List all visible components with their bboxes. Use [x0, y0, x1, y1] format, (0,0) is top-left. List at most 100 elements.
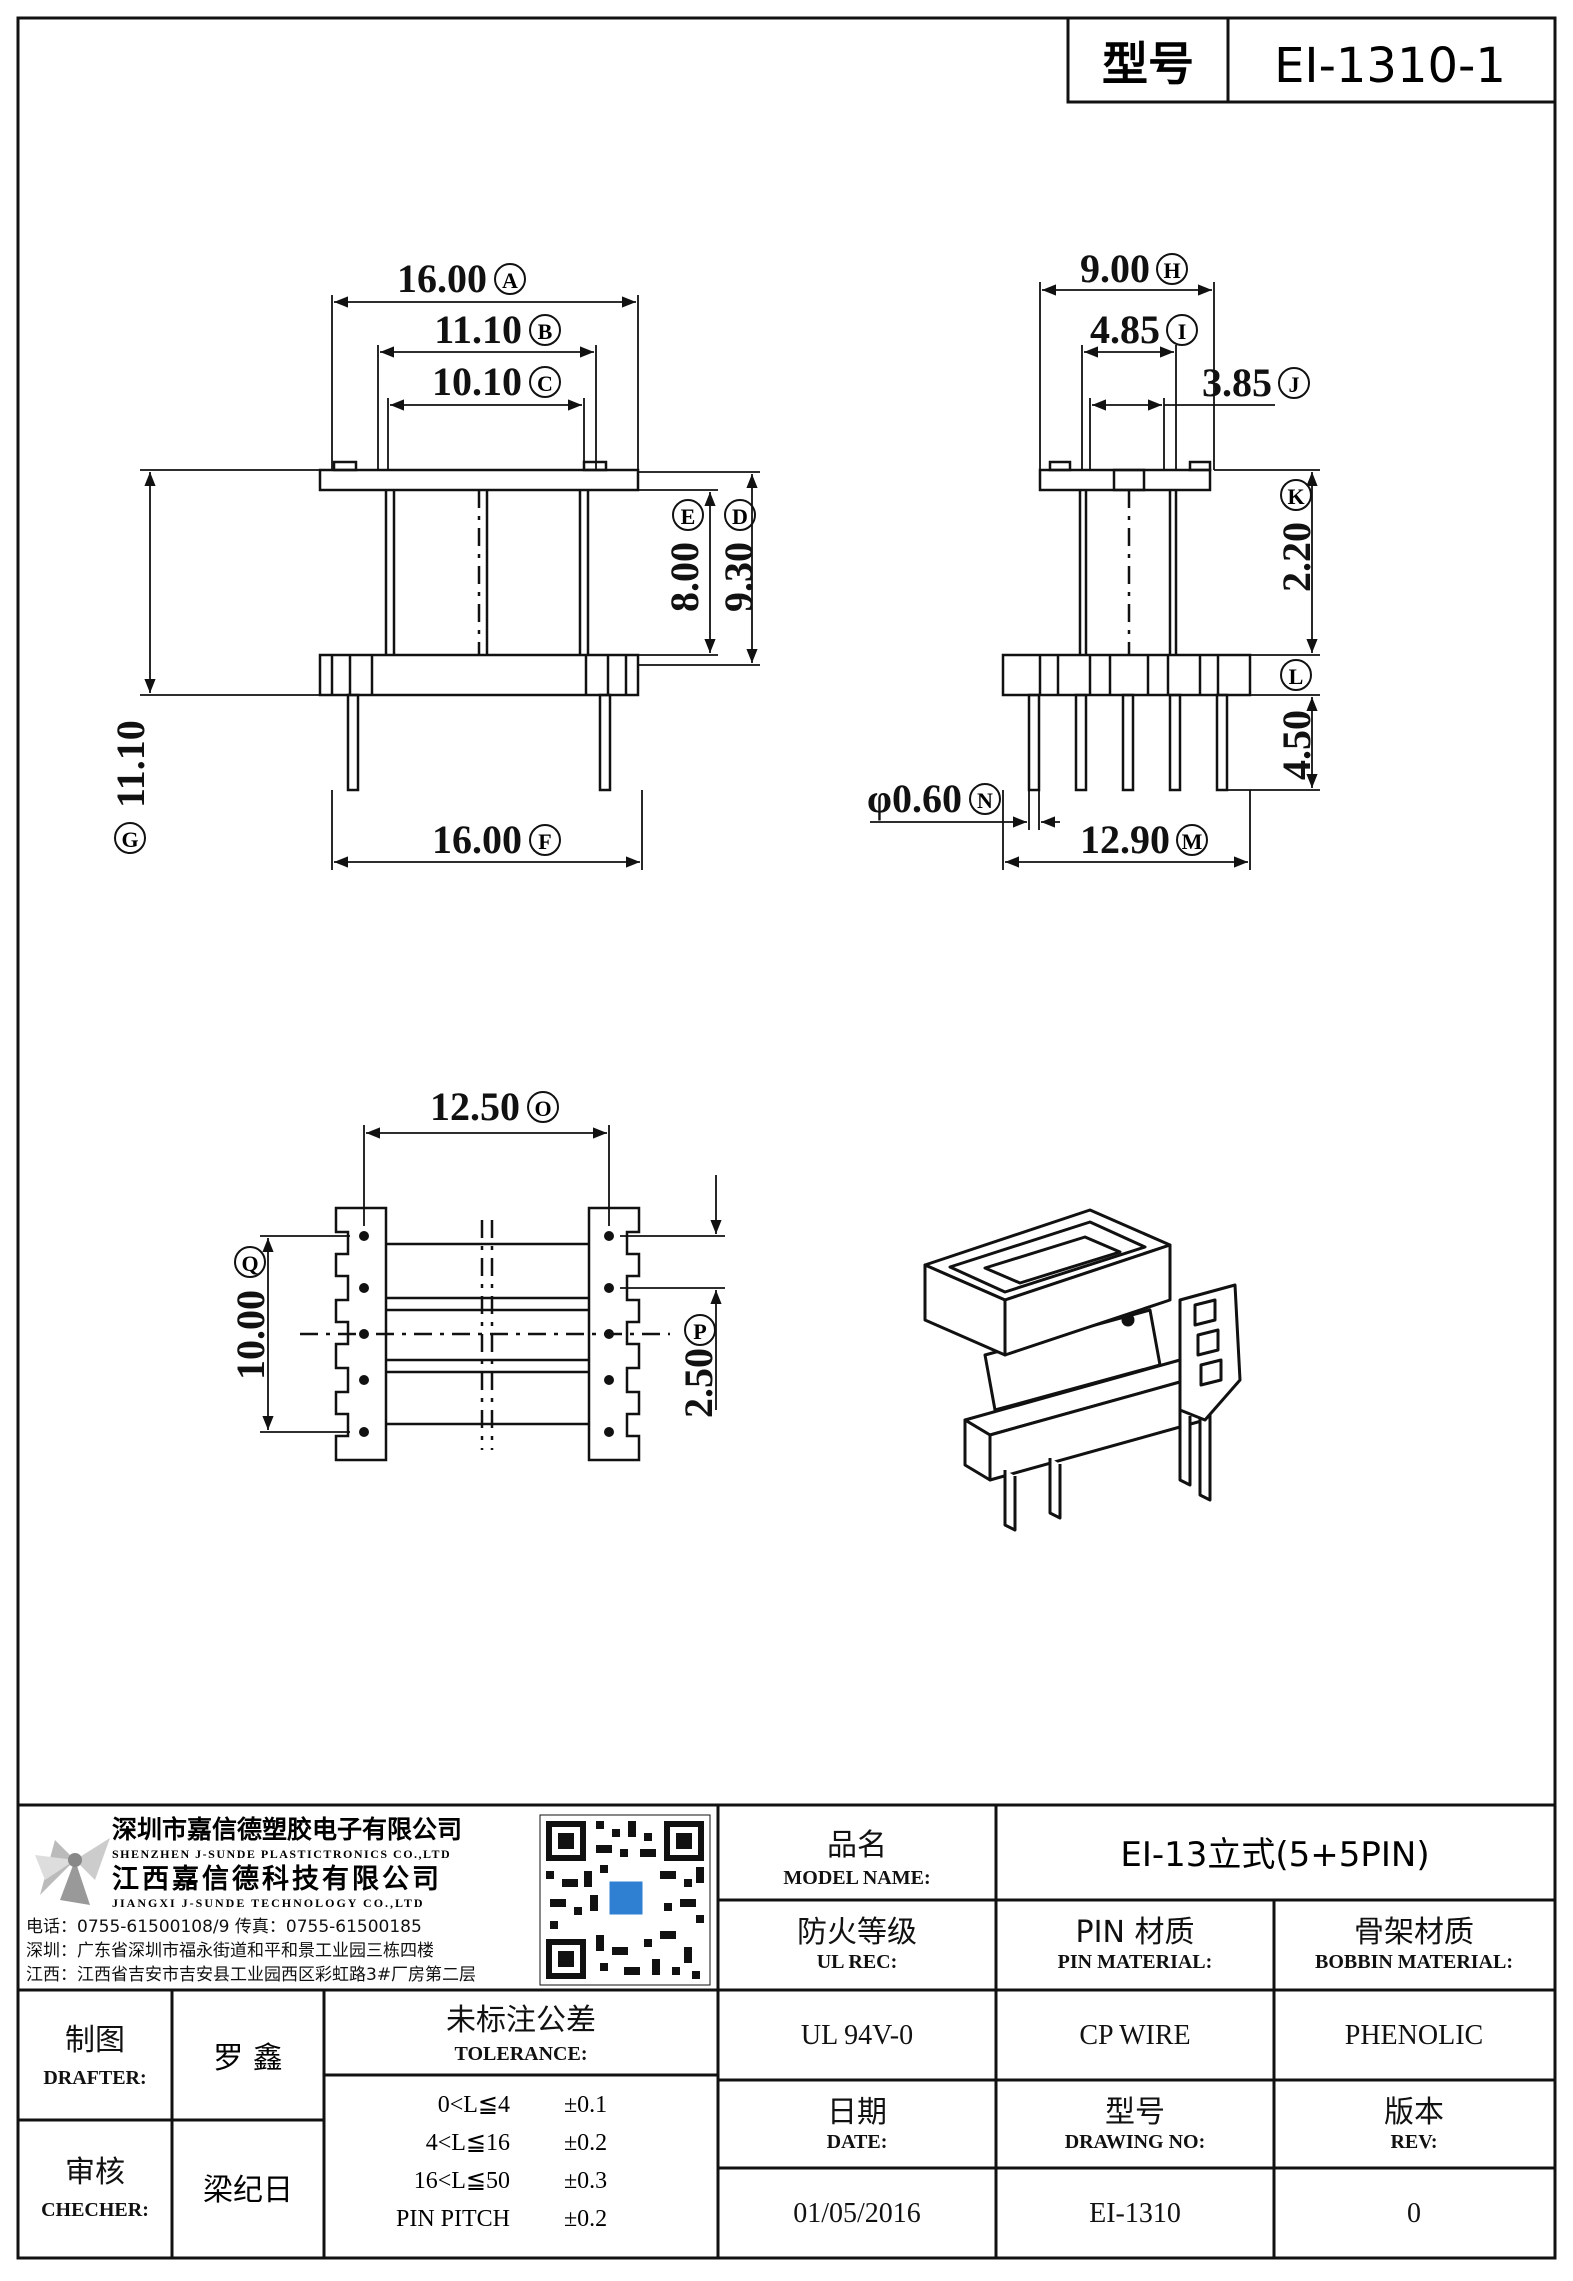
- dim-front-d: 9.30: [716, 542, 761, 612]
- marker-k: K: [1280, 479, 1312, 511]
- bobbin-en: BOBBIN MATERIAL:: [1315, 1951, 1513, 1973]
- company-name-sz-en: SHENZHEN J-SUNDE PLASTICTRONICS CO.,LTD: [112, 1847, 451, 1861]
- marker-l: L: [1280, 659, 1312, 691]
- company-logo-icon: [35, 1838, 110, 1905]
- pin-cn: PIN 材质: [1076, 1915, 1195, 1950]
- checker-en: CHECHER:: [41, 2199, 149, 2221]
- company-name-jx: 江西嘉信德科技有限公司: [112, 1864, 442, 1895]
- svg-text:E: E: [681, 504, 696, 529]
- dim-side-n: φ0.60: [867, 776, 962, 821]
- marker-q: Q: [234, 1246, 266, 1278]
- svg-text:M: M: [1182, 829, 1203, 854]
- drawing-value: EI-1310: [1089, 2198, 1181, 2229]
- dim-front-g: 11.10: [108, 720, 153, 808]
- dim-side-j: 3.85: [1202, 360, 1272, 405]
- marker-o: O: [527, 1091, 559, 1123]
- dim-side-h: 9.00: [1080, 246, 1150, 291]
- model-title-value: EI-1310-1: [1274, 38, 1506, 94]
- dim-front-a: 16.00: [397, 256, 487, 301]
- drawing-en: DRAWING NO:: [1065, 2131, 1206, 2153]
- tolerance-value: ±0.3: [564, 2168, 607, 2194]
- dim-side-m: 12.90: [1080, 817, 1170, 862]
- date-en: DATE:: [827, 2131, 888, 2153]
- pin-value: CP WIRE: [1079, 2020, 1190, 2051]
- svg-text:I: I: [1178, 319, 1187, 344]
- rev-cn: 版本: [1384, 2095, 1444, 2130]
- company-info: 深圳市嘉信德塑胶电子有限公司 SHENZHEN J-SUNDE PLASTICT…: [26, 1815, 476, 1985]
- svg-text:D: D: [732, 504, 748, 529]
- pin-en: PIN MATERIAL:: [1058, 1951, 1213, 1973]
- ul-value: UL 94V-0: [801, 2020, 913, 2051]
- svg-text:Q: Q: [241, 1251, 258, 1276]
- dim-front-f: 16.00: [432, 817, 522, 862]
- date-value: 01/05/2016: [793, 2198, 921, 2229]
- svg-text:O: O: [534, 1096, 551, 1121]
- marker-j: J: [1278, 367, 1310, 399]
- marker-n: N: [969, 783, 1001, 815]
- bottom-dimension-labels: 12.50 O 10.00 Q 2.50 P: [228, 1084, 721, 1418]
- side-view: [1001, 460, 1252, 792]
- dim-bottom-p: 2.50: [676, 1348, 721, 1418]
- svg-text:N: N: [977, 788, 993, 813]
- model-title-label: 型号: [1102, 37, 1194, 91]
- rev-value: 0: [1407, 2198, 1421, 2229]
- marker-a: A: [494, 263, 526, 295]
- company-address-jx: 江西：江西省吉安市吉安县工业园西区彩虹路3#厂房第二层: [26, 1965, 476, 1985]
- svg-text:K: K: [1287, 484, 1304, 509]
- bottom-dimensions: [260, 1125, 725, 1433]
- svg-text:B: B: [538, 319, 553, 344]
- svg-text:H: H: [1163, 258, 1180, 283]
- dim-side-k: 2.20: [1274, 522, 1319, 592]
- tolerance-range: 4<L≦16: [426, 2130, 510, 2156]
- isometric-view: [923, 1208, 1242, 1532]
- dim-front-b: 11.10: [434, 307, 522, 352]
- bottom-view: [300, 1206, 670, 1462]
- svg-text:L: L: [1289, 664, 1304, 689]
- company-address-sz: 深圳：广东省深圳市福永街道和平和景工业园三栋四楼: [26, 1941, 434, 1961]
- date-cn: 日期: [827, 2095, 887, 2130]
- marker-f: F: [529, 824, 561, 856]
- checker-value: 梁纪日: [203, 2173, 293, 2208]
- svg-text:C: C: [537, 371, 553, 396]
- marker-c: C: [529, 366, 561, 398]
- model-name-cn: 品名: [827, 1828, 887, 1863]
- dim-front-c: 10.10: [432, 359, 522, 404]
- rev-en: REV:: [1390, 2131, 1437, 2153]
- company-phone: 电话：0755-61500108/9 传真：0755-61500185: [26, 1917, 422, 1937]
- model-title-box: 型号 EI-1310-1: [1066, 16, 1557, 104]
- marker-h: H: [1156, 253, 1188, 285]
- svg-text:J: J: [1289, 372, 1300, 397]
- svg-text:G: G: [121, 827, 138, 852]
- tolerance-en: TOLERANCE:: [455, 2043, 588, 2065]
- marker-i: I: [1166, 314, 1198, 346]
- qr-code-icon: [539, 1814, 711, 1986]
- dim-bottom-o: 12.50: [430, 1084, 520, 1129]
- dim-front-e: 8.00: [662, 542, 707, 612]
- front-dimension-labels: 16.00 A 11.10 B 10.10 C 8.00 E 9.30 D 11…: [108, 256, 761, 862]
- company-name-sz: 深圳市嘉信德塑胶电子有限公司: [112, 1815, 462, 1844]
- bottom-view-pins: [359, 1231, 614, 1437]
- marker-m: M: [1176, 824, 1208, 856]
- front-dimensions: [140, 295, 760, 870]
- marker-e: E: [672, 499, 704, 531]
- tolerance-range: 0<L≦4: [438, 2092, 510, 2118]
- marker-g: G: [114, 822, 146, 854]
- model-name-en: MODEL NAME:: [783, 1867, 930, 1889]
- svg-text:P: P: [693, 1319, 706, 1344]
- title-block: [18, 1803, 1555, 2258]
- dim-side-l: 4.50: [1274, 710, 1319, 780]
- dim-side-i: 4.85: [1090, 307, 1160, 352]
- marker-b: B: [529, 314, 561, 346]
- svg-text:F: F: [538, 829, 551, 854]
- tolerance-value: ±0.1: [564, 2092, 607, 2118]
- tolerance-cn: 未标注公差: [446, 2003, 596, 2038]
- side-dimension-labels: 9.00 H 4.85 I 3.85 J 2.20 K L 4.50 φ0.60…: [867, 246, 1319, 862]
- tolerance-value: ±0.2: [564, 2206, 607, 2232]
- drafter-cn: 制图: [65, 2023, 125, 2058]
- drafter-en: DRAFTER:: [43, 2067, 146, 2089]
- sheet-border: [16, 16, 1557, 2260]
- tolerance-list: 0<L≦4 ±0.1 4<L≦16 ±0.2 16<L≦50 ±0.3 PIN …: [396, 2092, 607, 2232]
- ul-cn: 防火等级: [797, 1915, 917, 1950]
